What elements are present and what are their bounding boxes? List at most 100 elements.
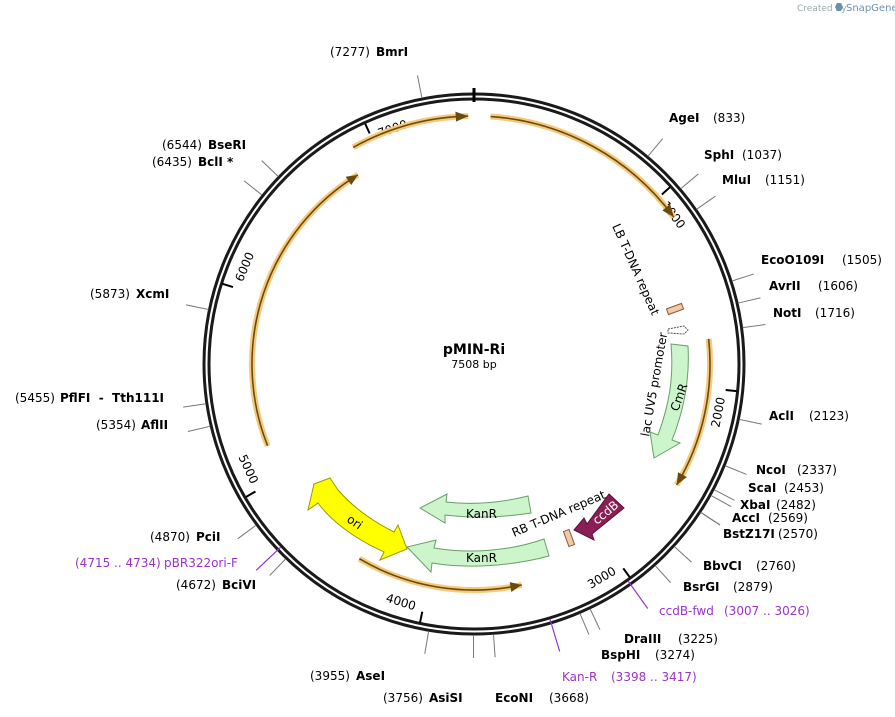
- primer-range-pbr322ori-f: (4715 .. 4734): [75, 556, 161, 570]
- site-pos-acli: (2123): [809, 409, 849, 423]
- site-pos-bbvci: (2760): [756, 559, 796, 573]
- tick-mark: [245, 490, 256, 498]
- site-name-ncoi[interactable]: NcoI: [756, 463, 786, 477]
- site-lines: [183, 75, 766, 659]
- site-leader-line: [696, 195, 716, 210]
- feature-arc-arrowhead: [509, 582, 522, 592]
- feature-arc-arrowhead: [676, 472, 687, 485]
- site-pos-pflfi: (5455): [15, 391, 55, 405]
- site-name-bsrgi[interactable]: BsrGI: [683, 580, 720, 594]
- primer-leader-line: [549, 618, 561, 652]
- site-name-asisi[interactable]: AsiSI: [429, 691, 463, 705]
- site-leader-line: [579, 613, 590, 635]
- site-name-xcmi[interactable]: XcmI: [136, 287, 169, 301]
- site-pos-asisi: (3756): [383, 691, 423, 705]
- feature-arc-arrowhead: [662, 204, 674, 218]
- site-leader-line: [710, 494, 732, 508]
- site-name-asei[interactable]: AseI: [356, 669, 385, 683]
- tick-mark: [364, 123, 371, 134]
- site-pos-aflii: (5354): [96, 418, 136, 432]
- feature-arc-halo: [249, 172, 360, 447]
- site-pos-avrii: (1606): [818, 279, 858, 293]
- site-name-sphi[interactable]: SphI: [704, 148, 734, 162]
- primer-leader-line: [627, 580, 649, 609]
- site-pos-bcivi: (4672): [176, 578, 216, 592]
- primer-labels: ccdB-fwd (3007 .. 3026) Kan-R (3398 .. 3…: [75, 556, 810, 684]
- cmr-feature: [649, 343, 689, 459]
- site-pos-draiii: (3225): [678, 632, 718, 646]
- site-pos-mlui: (1151): [765, 173, 805, 187]
- site-leader-line: [589, 608, 601, 630]
- site-name-pcii[interactable]: PciI: [196, 530, 221, 544]
- site-name-bcli[interactable]: BclI *: [198, 155, 234, 169]
- site-leader-line: [187, 425, 211, 433]
- site-name-bcivi[interactable]: BciVI: [222, 578, 256, 592]
- site-pos-xbai: (2482): [776, 498, 816, 512]
- credit-prefix: Created by: [797, 4, 847, 14]
- kanr-label-1: KanR: [466, 507, 497, 521]
- feature-arc: [675, 338, 711, 486]
- site-name-econi[interactable]: EcoNI: [495, 691, 533, 705]
- site-leader-line: [737, 297, 761, 304]
- site-name-aflii[interactable]: AflII: [141, 418, 168, 432]
- primer-name-kan-r[interactable]: Kan-R: [562, 670, 597, 684]
- site-name-bbvci[interactable]: BbvCI: [703, 559, 742, 573]
- site-pos-ncoi: (2337): [797, 463, 837, 477]
- primer-range-kan-r: (3398 .. 3417): [611, 670, 697, 684]
- site-name-pflfi-tth111i[interactable]: PflFI - Tth111I: [60, 391, 164, 405]
- site-pos-sphi: (1037): [742, 148, 782, 162]
- site-name-scai[interactable]: ScaI: [748, 481, 776, 495]
- ori-feature: [307, 477, 408, 561]
- site-name-bsphi[interactable]: BspHI: [601, 648, 640, 662]
- site-name-agei[interactable]: AgeI: [669, 111, 699, 125]
- feature-arc: [490, 115, 675, 218]
- site-leader-line: [183, 403, 207, 408]
- site-name-bmri[interactable]: BmrI: [376, 45, 408, 59]
- site-leader-line: [742, 324, 766, 329]
- kanr-feature-2: [406, 538, 550, 574]
- site-leader-line: [647, 138, 664, 157]
- tick-mark: [661, 186, 671, 196]
- ccdb-feature: [573, 493, 625, 541]
- primer-name-pbr322ori-f[interactable]: pBR322ori-F: [164, 556, 238, 570]
- feature-arc-arrowhead: [455, 111, 469, 122]
- tick-mark: [419, 611, 424, 623]
- site-name-bstz17i[interactable]: BstZ17I: [723, 527, 775, 541]
- site-pos-xcmi: (5873): [90, 287, 130, 301]
- site-pos-bcli: (6435): [152, 155, 192, 169]
- site-leader-line: [237, 524, 257, 540]
- site-name-noti[interactable]: NotI: [773, 306, 802, 320]
- feature-arc: [251, 174, 359, 447]
- site-pos-bseri: (6544): [162, 138, 202, 152]
- site-pos-econi: (3668): [549, 691, 589, 705]
- feature-arc: [358, 558, 522, 591]
- site-name-acci[interactable]: AccI: [732, 511, 760, 525]
- site-name-xbai[interactable]: XbaI: [740, 498, 770, 512]
- site-name-avrii[interactable]: AvrII: [769, 279, 801, 293]
- primer-range-ccdb-fwd: (3007 .. 3026): [724, 604, 810, 618]
- site-name-acli[interactable]: AclI: [769, 409, 794, 423]
- site-pos-bstz17i: (2570): [778, 527, 818, 541]
- site-leader-line: [731, 273, 755, 282]
- site-name-bseri[interactable]: BseRI: [208, 138, 246, 152]
- plasmid-size: 7508 bp: [451, 358, 496, 371]
- site-name-ecoo109i[interactable]: EcoO109I: [761, 253, 824, 267]
- lb-repeat-label: LB T-DNA repeat: [609, 222, 662, 318]
- rb-repeat-box: [562, 528, 576, 548]
- site-leader-line: [269, 558, 287, 576]
- site-pos-bsphi: (3274): [655, 648, 695, 662]
- site-leader-line: [724, 465, 747, 475]
- site-name-mlui[interactable]: MluI: [722, 173, 751, 187]
- kanr-label-2: KanR: [466, 551, 497, 565]
- plasmid-name: pMIN-Ri: [443, 342, 505, 358]
- site-leader-line: [417, 75, 423, 99]
- primer-name-ccdb-fwd[interactable]: ccdB-fwd: [659, 604, 714, 618]
- site-pos-bsrgi: (2879): [733, 580, 773, 594]
- feature-arc-halo: [490, 113, 677, 219]
- site-pos-acci: (2569): [768, 511, 808, 525]
- tick-mark: [725, 389, 737, 393]
- site-name-draiii[interactable]: DraIII: [624, 632, 661, 646]
- site-leader-line: [654, 565, 671, 583]
- site-pos-asei: (3955): [310, 669, 350, 683]
